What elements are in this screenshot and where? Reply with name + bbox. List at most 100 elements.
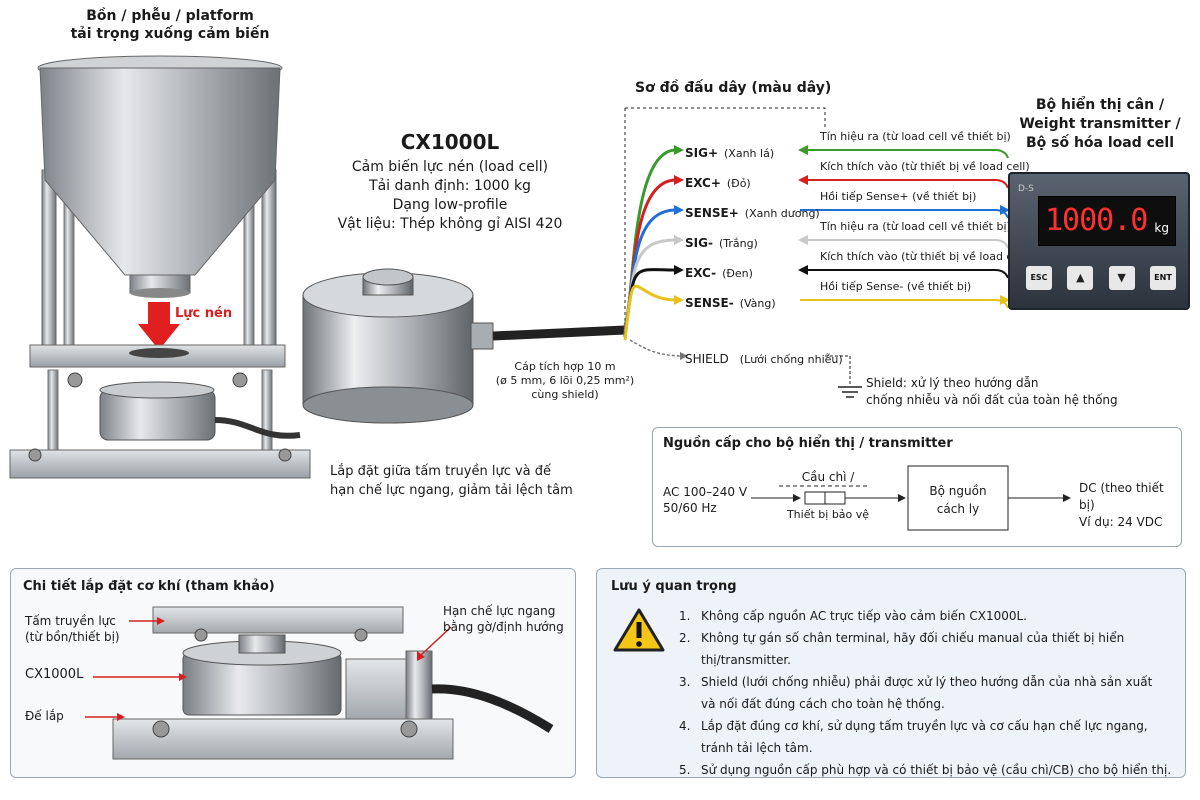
note-number: 4. xyxy=(679,719,691,733)
power-output: DC (theo thiết bị) Ví dụ: 24 VDC xyxy=(1079,481,1164,529)
note-line: tránh tải lệch tâm. xyxy=(701,741,813,755)
force-arrow-head xyxy=(138,324,180,350)
wire-name: SENSE- xyxy=(685,296,734,310)
power-panel: Nguồn cấp cho bộ hiển thị / transmitter … xyxy=(652,427,1182,547)
up-button[interactable]: ▲ xyxy=(1067,266,1094,290)
signal-arrowhead xyxy=(798,265,808,275)
signal-line xyxy=(800,239,1009,249)
note-item: 3.Shield (lưới chống nhiễu) phải được xử… xyxy=(679,671,1185,715)
signal-line xyxy=(800,209,1009,219)
wire-arrowhead xyxy=(674,295,684,305)
note-line: Không cấp nguồn AC trực tiếp vào cảm biế… xyxy=(701,609,1027,623)
wire-line xyxy=(623,268,677,338)
wire-signal: Kích thích vào (từ thiết bị về load cell… xyxy=(820,250,1030,263)
wire-color-name: (Đỏ) xyxy=(726,177,751,190)
wire-signal: Kích thích vào (từ thiết bị về load cell… xyxy=(820,160,1030,173)
force-label: Lực nén xyxy=(175,306,233,321)
wire-name: SIG- xyxy=(685,236,713,250)
mech-illustration xyxy=(85,606,554,760)
wire-signal: Tín hiệu ra (từ load cell về thiết bị) xyxy=(820,220,1011,233)
power-flow xyxy=(751,465,1071,531)
notes-title: Lưu ý quan trọng xyxy=(611,579,737,594)
display-title: Bộ hiển thị cân / Weight transmitter / B… xyxy=(1019,97,1181,151)
signal-arrowhead xyxy=(798,175,808,185)
wire-row: SENSE- (Vàng) xyxy=(685,292,776,311)
weight-unit: kg xyxy=(1154,221,1169,235)
weight-reading: 1000.0 xyxy=(1045,203,1148,238)
wire-bracket xyxy=(625,107,826,130)
wire-arrowhead xyxy=(674,145,684,155)
wiring-title: Sơ đồ đấu dây (màu dây) xyxy=(635,80,832,96)
ent-button[interactable]: ENT xyxy=(1149,266,1176,290)
wire-row: EXC+ (Đỏ) xyxy=(685,172,751,191)
wire-color-name: (Vàng) xyxy=(739,297,776,310)
note-line: Lắp đặt đúng cơ khí, sử dụng tấm truyền … xyxy=(701,719,1148,733)
lcd-screen: 1000.0 kg xyxy=(1038,196,1176,246)
weight-display-device: D-S 1000.0 kg ESC ▲ ▼ ENT xyxy=(1008,172,1190,310)
note-item: 5. Sử dụng nguồn cấp phù hợp và có thiết … xyxy=(679,759,1185,781)
label-sensor: CX1000L xyxy=(25,667,84,682)
note-item: 1. Không cấp nguồn AC trực tiếp vào cảm b… xyxy=(679,605,1185,627)
mech-top-plate xyxy=(152,606,404,634)
sensor-cable xyxy=(214,417,301,439)
wire-signal: Hồi tiếp Sense+ (về thiết bị) xyxy=(820,190,977,203)
load-cell-illustration xyxy=(302,268,626,424)
shield-wire xyxy=(629,339,681,357)
signal-line xyxy=(800,269,1009,279)
signal-arrowhead xyxy=(1000,205,1010,215)
device-buttons: ESC ▲ ▼ ENT xyxy=(1026,266,1176,290)
warning-icon xyxy=(613,608,665,652)
wire-row: EXC- (Đen) xyxy=(685,262,753,281)
wire-arrowhead xyxy=(674,235,684,245)
wire-color-name: (Xanh dương) xyxy=(744,207,820,220)
wire-name: SIG+ xyxy=(685,146,719,160)
note-number: 5. xyxy=(679,763,691,777)
device-brand: D-S xyxy=(1018,184,1034,194)
signal-line xyxy=(800,179,1009,189)
isolated-supply-box xyxy=(907,465,1009,531)
note-item: 4. Lắp đặt đúng cơ khí, sử dụng tấm truyề… xyxy=(679,715,1185,759)
signal-arrowhead xyxy=(1000,295,1010,305)
base-plate xyxy=(9,449,311,479)
wire-name: EXC+ xyxy=(685,176,721,190)
wire-name: SENSE+ xyxy=(685,206,739,220)
wire-color-name: (Xanh lá) xyxy=(724,147,775,160)
signal-arrowhead xyxy=(798,145,808,155)
fuse-label-top: Cầu chì / xyxy=(801,470,855,484)
cable-info: Cáp tích hợp 10 m (ø 5 mm, 6 lõi 0,25 mm… xyxy=(495,360,635,401)
wire-arrowhead xyxy=(674,265,684,275)
sensor-model: CX1000L xyxy=(400,130,500,154)
wire-arrowhead xyxy=(674,205,684,215)
wire-row: SENSE+ (Xanh dương) xyxy=(685,202,820,221)
wiring-svg xyxy=(623,107,1010,398)
wire-row: SIG- (Trắng) xyxy=(685,232,758,251)
wire-signal: Tín hiệu ra (từ load cell về thiết bị) xyxy=(820,130,1011,143)
label-limiter: Hạn chế lực ngang bằng gờ/định hướng xyxy=(443,604,564,634)
note-line: và nối đất đúng cách cho toàn hệ thống. xyxy=(701,697,945,711)
hopper-body xyxy=(39,67,281,276)
wire-color-name: (Trắng) xyxy=(718,237,758,250)
power-title: Nguồn cấp cho bộ hiển thị / transmitter xyxy=(663,436,953,451)
note-line: Sử dụng nguồn cấp phù hợp và có thiết bị… xyxy=(701,763,1172,777)
esc-button[interactable]: ESC xyxy=(1026,266,1052,290)
shield-note: Shield: xử lý theo hướng dẫn chống nhiễu… xyxy=(866,376,1118,407)
notes-list: 1. Không cấp nguồn AC trực tiếp vào cảm b… xyxy=(679,605,1185,781)
note-number: 1. xyxy=(679,609,691,623)
supply-label: Bộ nguồn cách ly xyxy=(929,484,987,516)
signal-line xyxy=(800,149,1009,159)
wire-name: EXC- xyxy=(685,266,717,280)
fuse-label-bottom: Thiết bị bảo vệ xyxy=(786,508,870,521)
mech-cable xyxy=(431,684,554,733)
mount-note: Lắp đặt giữa tấm truyền lực và đế hạn ch… xyxy=(330,464,573,498)
notes-panel: Lưu ý quan trọng 1. Không cấp nguồn AC tr… xyxy=(596,568,1186,778)
shield-ground-line xyxy=(825,355,851,385)
shield-row: SHIELD (Lưới chống nhiễu) xyxy=(685,352,843,366)
mech-panel: Chi tiết lắp đặt cơ khí (tham khảo) xyxy=(10,568,576,778)
mech-title: Chi tiết lắp đặt cơ khí (tham khảo) xyxy=(23,579,275,594)
mech-base-plate xyxy=(112,718,454,760)
ground-icon xyxy=(838,386,862,398)
note-item: 2.Không tự gán số chân terminal, hãy đối… xyxy=(679,627,1185,671)
signal-arrowhead xyxy=(798,235,808,245)
down-button[interactable]: ▼ xyxy=(1108,266,1135,290)
wire-color-name: (Đen) xyxy=(722,267,753,280)
